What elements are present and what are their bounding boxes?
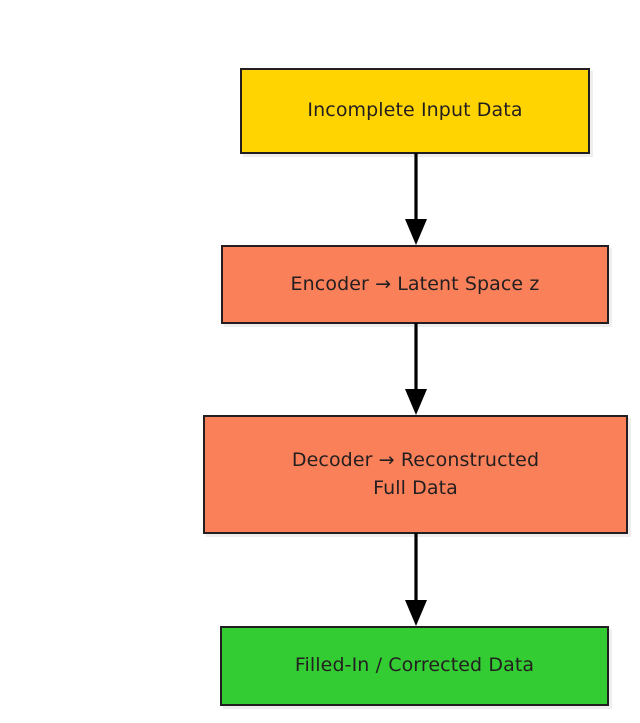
arrow-input-to-encoder-icon: [405, 153, 427, 245]
node-decoder-reconstructed-full-data[interactable]: Decoder → Reconstructed Full Data: [203, 415, 628, 534]
node-filled-in-corrected-data[interactable]: Filled-In / Corrected Data: [220, 626, 609, 706]
arrow-encoder-to-decoder: [396, 323, 436, 416]
arrow-decoder-to-output: [396, 533, 436, 627]
node-incomplete-input-data-label: Incomplete Input Data: [307, 99, 523, 122]
node-incomplete-input-data[interactable]: Incomplete Input Data: [240, 68, 590, 154]
node-encoder-latent-space[interactable]: Encoder → Latent Space z: [221, 245, 609, 324]
node-decoder-reconstructed-full-data-label: Decoder → Reconstructed Full Data: [291, 448, 540, 499]
arrow-decoder-to-output-icon: [405, 533, 427, 626]
node-encoder-latent-space-label: Encoder → Latent Space z: [290, 272, 540, 295]
node-filled-in-corrected-data-label: Filled-In / Corrected Data: [294, 654, 535, 677]
arrow-encoder-to-decoder-icon: [405, 323, 427, 415]
arrow-input-to-encoder: [396, 153, 436, 246]
